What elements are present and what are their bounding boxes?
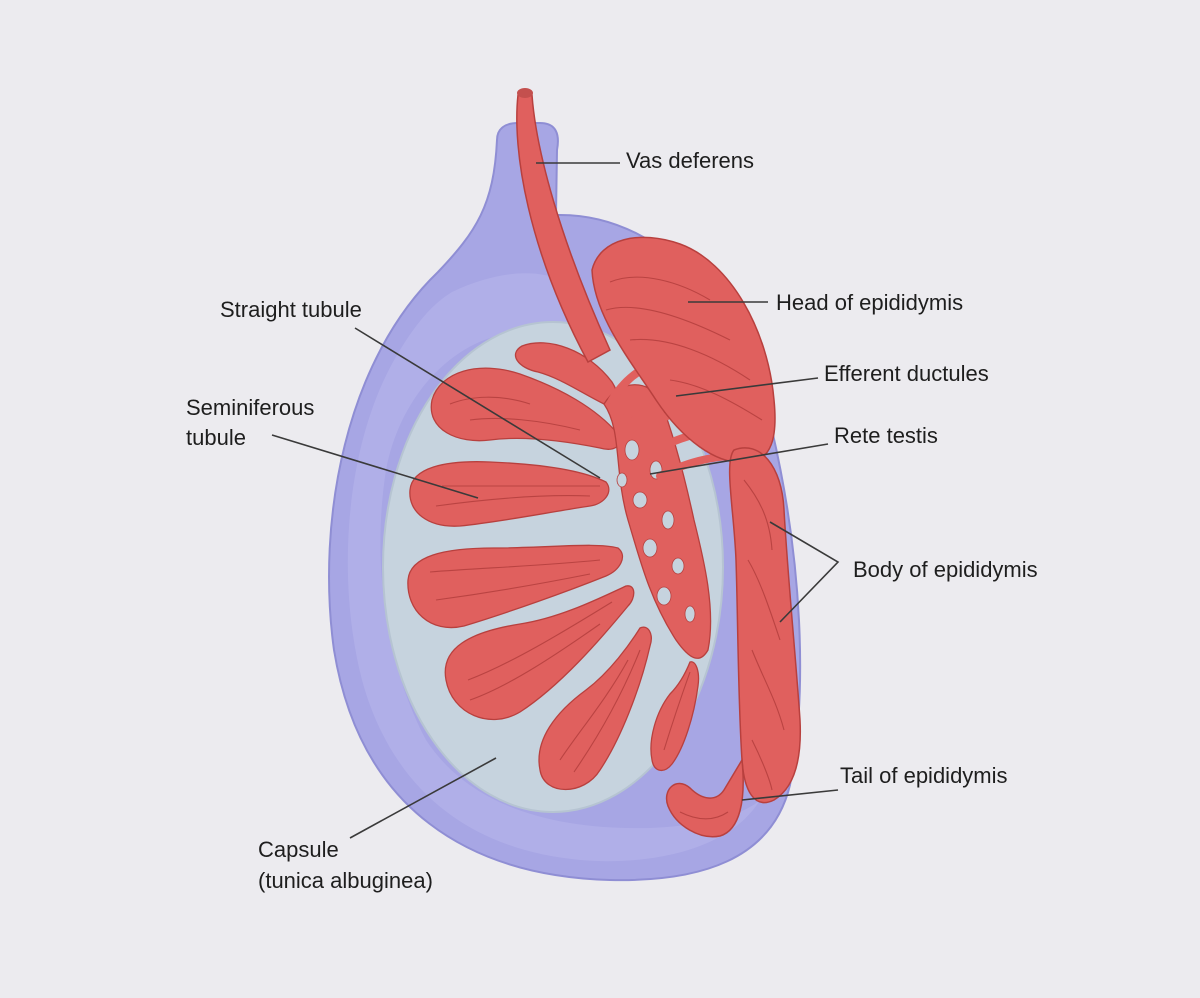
epididymis-body (728, 447, 802, 804)
label-rete-testis: Rete testis (834, 423, 938, 448)
label-head-of-epididymis: Head of epididymis (776, 290, 964, 315)
leader-capsule (349, 757, 497, 839)
label-capsule-line1: Capsule (258, 837, 339, 862)
label-seminiferous-tubule-line2: tubule (186, 425, 246, 450)
leader-rete-testis (649, 443, 829, 475)
lobule-5 (444, 585, 635, 721)
vas-deferens (516, 88, 611, 364)
lobule-3 (409, 461, 610, 527)
epididymis-tail (665, 757, 744, 838)
seminiferous-lobules (407, 342, 700, 791)
epididymis (591, 236, 802, 838)
leader-lines (271, 162, 840, 839)
leader-tail-of-epididymis (741, 789, 839, 801)
label-seminiferous-tubule-line1: Seminiferous (186, 395, 315, 420)
leader-seminiferous-tubule (271, 434, 479, 499)
label-straight-tubule: Straight tubule (220, 297, 362, 322)
leader-body-of-epididymis (769, 521, 840, 623)
epididymis-head (591, 236, 776, 464)
label-body-of-epididymis: Body of epididymis (853, 557, 1038, 582)
lobule-4 (407, 544, 623, 629)
label-vas-deferens: Vas deferens (626, 148, 755, 173)
leader-straight-tubule (354, 327, 601, 479)
leader-efferent-ductules (675, 377, 819, 397)
label-efferent-ductules: Efferent ductules (824, 361, 989, 386)
label-tail-of-epididymis: Tail of epididymis (840, 763, 1008, 788)
label-capsule-line2: (tunica albuginea) (258, 868, 433, 893)
